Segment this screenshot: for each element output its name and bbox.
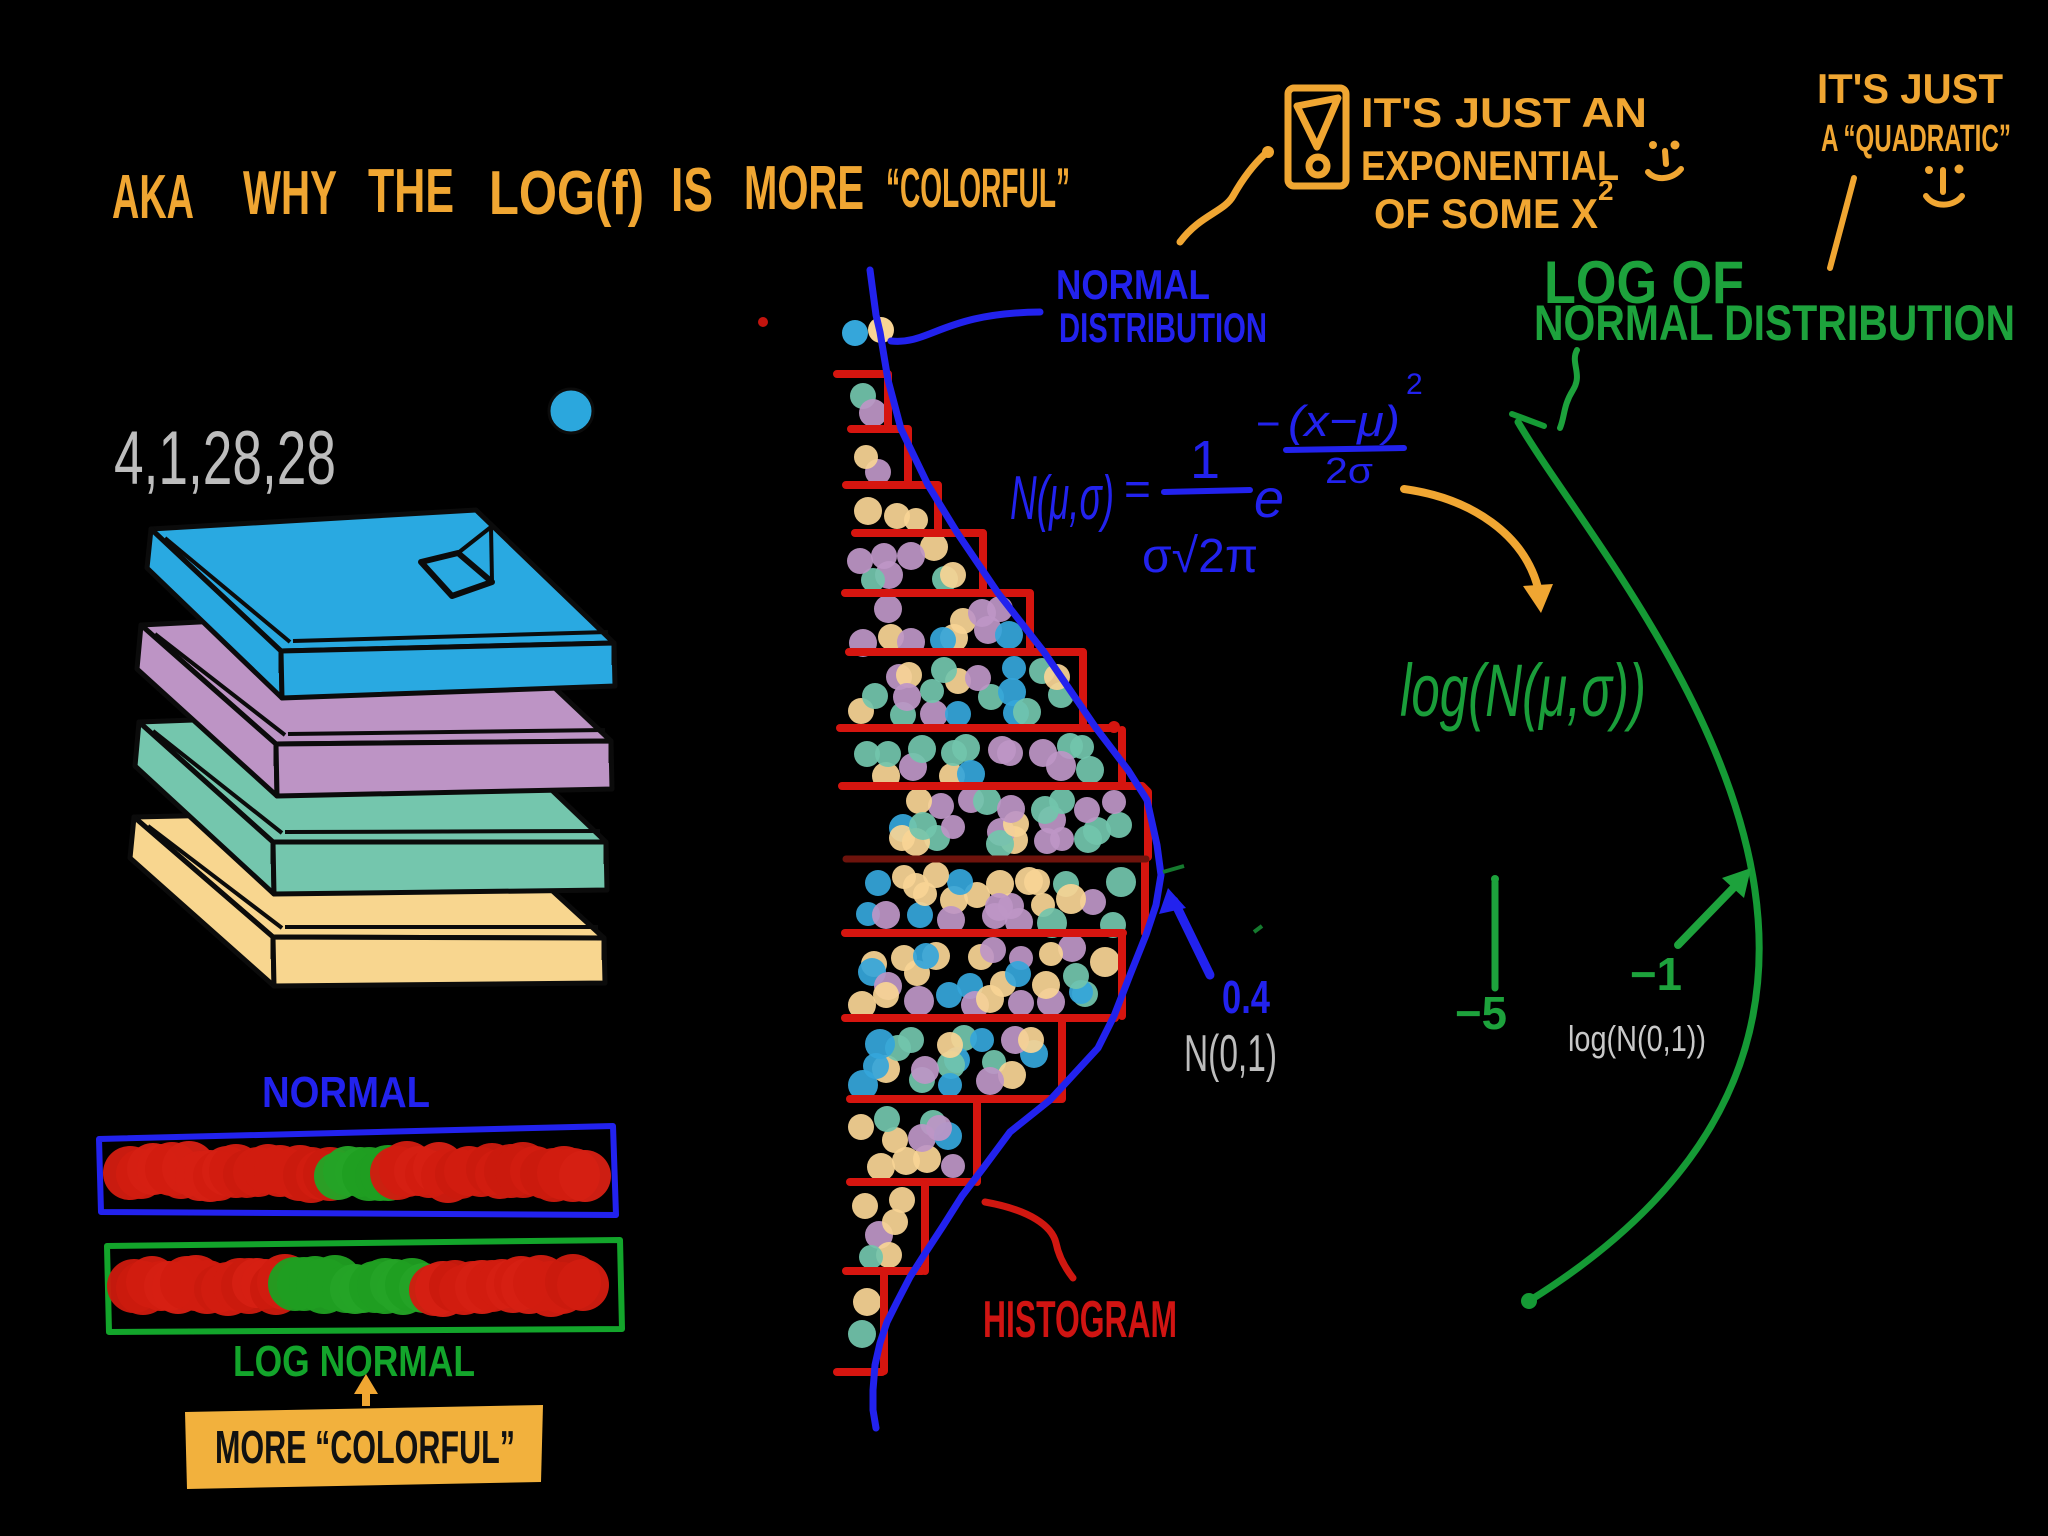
- svg-text:N(0,1): N(0,1): [1184, 1025, 1277, 1083]
- svg-text:NORMAL DISTRIBUTION: NORMAL DISTRIBUTION: [1534, 295, 2015, 351]
- svg-text:AKA: AKA: [112, 163, 194, 232]
- svg-text:MORE “COLORFUL”: MORE “COLORFUL”: [215, 1421, 515, 1473]
- svg-text:IT'S JUST AN: IT'S JUST AN: [1361, 89, 1647, 136]
- svg-text:“COLORFUL”: “COLORFUL”: [886, 156, 1070, 219]
- svg-text:N(μ,σ): N(μ,σ): [1010, 464, 1114, 533]
- svg-text:LOG NORMAL: LOG NORMAL: [233, 1337, 475, 1386]
- svg-text:NORMAL: NORMAL: [262, 1068, 430, 1117]
- svg-text:−: −: [1256, 400, 1281, 447]
- svg-text:4,1,28,28: 4,1,28,28: [114, 416, 336, 501]
- svg-text:2: 2: [1598, 175, 1614, 206]
- svg-text:LOG OF: LOG OF: [1544, 249, 1744, 316]
- svg-text:e: e: [1254, 469, 1284, 529]
- svg-text:2: 2: [1406, 368, 1423, 401]
- svg-text:MORE: MORE: [744, 154, 864, 223]
- svg-text:σ√2π: σ√2π: [1142, 530, 1258, 583]
- svg-text:log(N(μ,σ)): log(N(μ,σ)): [1400, 649, 1646, 732]
- svg-text:EXPONENTIAL: EXPONENTIAL: [1361, 142, 1619, 189]
- svg-text:DISTRIBUTION: DISTRIBUTION: [1059, 304, 1267, 351]
- svg-text:(x−μ): (x−μ): [1288, 397, 1400, 446]
- svg-text:WHY: WHY: [243, 159, 337, 228]
- svg-text:HISTOGRAM: HISTOGRAM: [983, 1291, 1177, 1349]
- svg-text:THE: THE: [368, 157, 454, 226]
- svg-text:=: =: [1124, 463, 1151, 515]
- svg-text:NORMAL: NORMAL: [1056, 261, 1210, 308]
- svg-text:2σ: 2σ: [1325, 450, 1373, 491]
- svg-text:0.4: 0.4: [1222, 971, 1270, 1023]
- svg-text:1: 1: [1190, 430, 1220, 490]
- svg-text:−1: −1: [1630, 948, 1682, 1000]
- svg-text:IS: IS: [671, 156, 713, 225]
- svg-text:A “QUADRATIC”: A “QUADRATIC”: [1821, 118, 2011, 160]
- svg-text:OF SOME X: OF SOME X: [1374, 190, 1598, 237]
- svg-text:LOG(f): LOG(f): [489, 159, 644, 228]
- svg-text:−5: −5: [1455, 987, 1507, 1039]
- svg-text:log(N(0,1)): log(N(0,1)): [1568, 1018, 1706, 1059]
- svg-text:IT'S JUST: IT'S JUST: [1817, 65, 2003, 112]
